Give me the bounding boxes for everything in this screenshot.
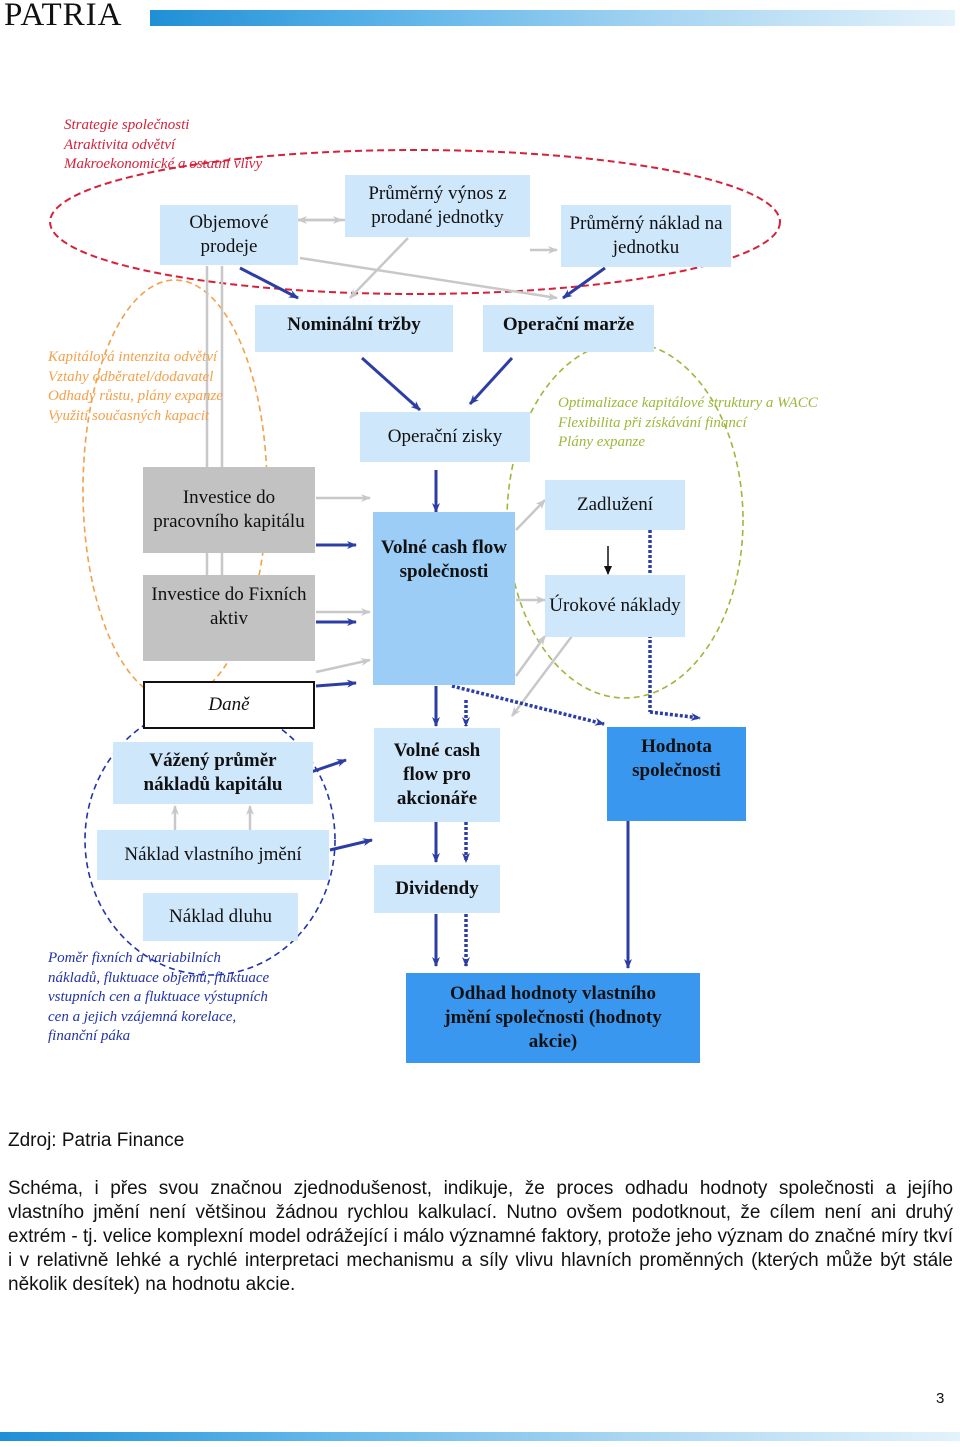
box-operacni-zisky: Operační zisky <box>360 412 530 462</box>
box-dane: Daně <box>143 681 315 729</box>
box-prumerny-naklad: Průměrný náklad na jednotku <box>561 205 731 267</box>
note-capital-factors: Kapitálová intenzita odvětví Vztahy odbě… <box>48 349 223 424</box>
box-zadluzeni: Zadlužení <box>545 480 685 530</box>
page-number: 3 <box>936 1390 945 1407</box>
box-volne-cash-flow-akcionare: Volné cash flow pro akcionáře <box>374 728 500 822</box>
box-volne-cash-flow-spolecnosti: Volné cash flow společnosti <box>373 512 515 685</box>
box-objemove-prodeje: Objemové prodeje <box>160 205 298 265</box>
box-vazeny-prumer-nakladu-kapitalu: Vážený průměr nákladů kapitálu <box>113 742 313 804</box>
box-hodnota-spolecnosti: Hodnota společnosti <box>607 727 746 821</box>
note-strategic-factors: Strategie společnosti Atraktivita odvětv… <box>64 117 263 172</box>
header-gradient-bar <box>150 10 955 26</box>
patria-logo: PATRIA <box>4 0 123 33</box>
note-risk-factors: Poměr fixních a variabilních nákladů, fl… <box>48 950 270 1044</box>
box-dividendy: Dividendy <box>374 865 500 913</box>
source-line: Zdroj: Patria Finance <box>8 1130 185 1151</box>
note-financing-factors: Optimalizace kapitálové struktury a WACC… <box>558 395 818 450</box>
body-paragraph: Schéma, i přes svou značnou zjednodušeno… <box>8 1178 953 1295</box>
box-urokove-naklady: Úrokové náklady <box>545 575 685 637</box>
box-investice-pracovniho-kapitalu: Investice do pracovního kapitálu <box>143 467 315 553</box>
diagram-connectors <box>49 149 781 976</box>
box-naklad-dluhu: Náklad dluhu <box>143 893 298 941</box>
red-dashed-ellipse <box>49 149 781 295</box>
footer-gradient-bar <box>0 1432 960 1441</box>
box-operacni-marze: Operační marže <box>483 305 654 352</box>
box-naklad-vlastniho-jmeni: Náklad vlastního jmění <box>97 830 329 880</box>
box-odhad-hodnoty-vlastniho-jmeni: Odhad hodnoty vlastního jmění společnost… <box>406 973 700 1063</box>
box-prumerny-vynos: Průměrný výnos z prodané jednotky <box>345 175 530 237</box>
box-nominalni-trzby: Nominální tržby <box>255 305 453 352</box>
box-investice-fixnich-aktiv: Investice do Fixních aktiv <box>143 575 315 661</box>
